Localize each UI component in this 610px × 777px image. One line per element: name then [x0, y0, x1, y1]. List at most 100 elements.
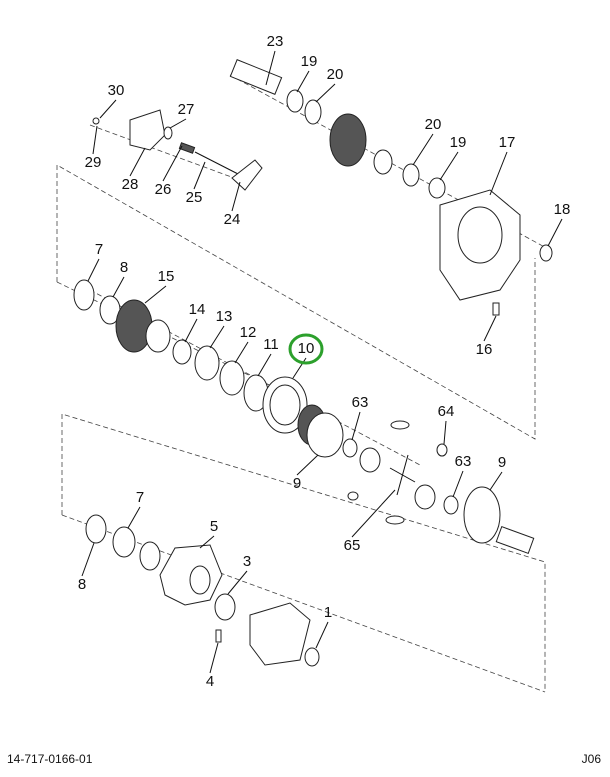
- leader-line: [209, 642, 219, 674]
- figure-id: 14-717-0166-01: [7, 752, 93, 766]
- callout-20: 20: [327, 66, 344, 83]
- cup-7-lower: [112, 526, 136, 558]
- leader-line: [184, 318, 198, 343]
- callout-3: 3: [243, 553, 251, 570]
- leader-line: [227, 570, 248, 595]
- callout-8: 8: [78, 576, 86, 593]
- leader-line: [489, 471, 503, 491]
- leader-line: [144, 285, 167, 304]
- callout-4: 4: [206, 673, 214, 690]
- hub: [373, 149, 393, 175]
- callout-19: 19: [450, 134, 467, 151]
- leader-line: [199, 535, 215, 549]
- bolt-16: [492, 302, 500, 316]
- callout-26: 26: [155, 181, 172, 198]
- callout-29: 29: [85, 154, 102, 171]
- screw-30: [92, 117, 100, 125]
- parts-top: [92, 59, 553, 316]
- callout-63: 63: [352, 394, 369, 411]
- leader-line: [489, 151, 508, 196]
- callout-15: 15: [158, 268, 175, 285]
- leader-line: [292, 357, 307, 379]
- fork-24: [231, 159, 263, 191]
- gear-top: [329, 113, 367, 167]
- cover-28: [129, 109, 166, 151]
- washer-63-right: [443, 495, 459, 515]
- seal-27: [163, 126, 173, 140]
- bearing-8-lower: [85, 514, 107, 544]
- callout-27: 27: [178, 101, 195, 118]
- bearing-19: [286, 89, 304, 113]
- leader-line: [129, 147, 146, 177]
- seal-3: [214, 593, 236, 621]
- callout-65: 65: [344, 537, 361, 554]
- bearing-14: [172, 339, 192, 365]
- leader-line: [315, 621, 329, 649]
- case-half-9: [463, 486, 501, 544]
- leader-line: [452, 470, 464, 498]
- leader-line: [193, 161, 206, 190]
- side-gear: [359, 447, 381, 473]
- page-code: J06: [581, 752, 601, 766]
- callout-19: 19: [301, 53, 318, 70]
- leader-line: [296, 70, 310, 93]
- cup-20-right: [402, 163, 420, 187]
- shaft-23: [229, 59, 283, 95]
- leader-line: [99, 99, 117, 119]
- callout-25: 25: [186, 189, 203, 206]
- cup-7: [73, 279, 95, 311]
- top-shaft-axis: [229, 74, 551, 251]
- cup-20: [304, 99, 322, 125]
- leader-line: [412, 133, 434, 166]
- bearing-12: [219, 360, 245, 396]
- callout-9: 9: [498, 454, 506, 471]
- leader-line: [209, 325, 225, 349]
- callout-12: 12: [240, 324, 257, 341]
- bolt-4: [215, 629, 222, 643]
- parts-lower: [85, 514, 320, 667]
- rod-25: [194, 151, 241, 176]
- plug-18: [539, 244, 553, 262]
- callout-23: 23: [267, 33, 284, 50]
- leader-line: [112, 276, 125, 298]
- leader-line: [87, 258, 100, 282]
- leader-line: [257, 353, 272, 377]
- callout-24: 24: [224, 211, 241, 228]
- leader-line: [162, 145, 183, 182]
- lower-group-outline: [61, 413, 546, 693]
- spring-26: [178, 142, 196, 154]
- leader-line: [439, 151, 459, 181]
- parts-middle: [73, 279, 535, 554]
- leader-line: [81, 542, 95, 577]
- leader-line: [234, 341, 249, 364]
- callout-9: 9: [293, 475, 301, 492]
- yoke-1: [249, 602, 311, 666]
- highlight-circle: [288, 333, 324, 365]
- washer-64: [436, 443, 448, 457]
- leader-line: [351, 411, 361, 441]
- washer-63: [342, 438, 358, 458]
- callout-18: 18: [554, 201, 571, 218]
- callout-7: 7: [136, 489, 144, 506]
- bearing-19-right: [428, 177, 446, 199]
- callout-5: 5: [210, 518, 218, 535]
- leader-line: [169, 118, 187, 129]
- callout-20: 20: [425, 116, 442, 133]
- leader-line: [443, 420, 447, 445]
- leader-line: [296, 454, 319, 476]
- leader-line: [92, 125, 98, 155]
- leader-line: [483, 315, 497, 342]
- callout-8: 8: [120, 259, 128, 276]
- callout-10: 10: [298, 340, 315, 357]
- gear-15: [115, 299, 153, 353]
- leader-line: [231, 181, 241, 212]
- callout-16: 16: [476, 341, 493, 358]
- callout-13: 13: [216, 308, 233, 325]
- callout-63: 63: [455, 453, 472, 470]
- shift-axis: [89, 124, 246, 183]
- leader-line: [547, 218, 563, 247]
- callout-11: 11: [263, 336, 279, 353]
- callout-14: 14: [189, 301, 206, 318]
